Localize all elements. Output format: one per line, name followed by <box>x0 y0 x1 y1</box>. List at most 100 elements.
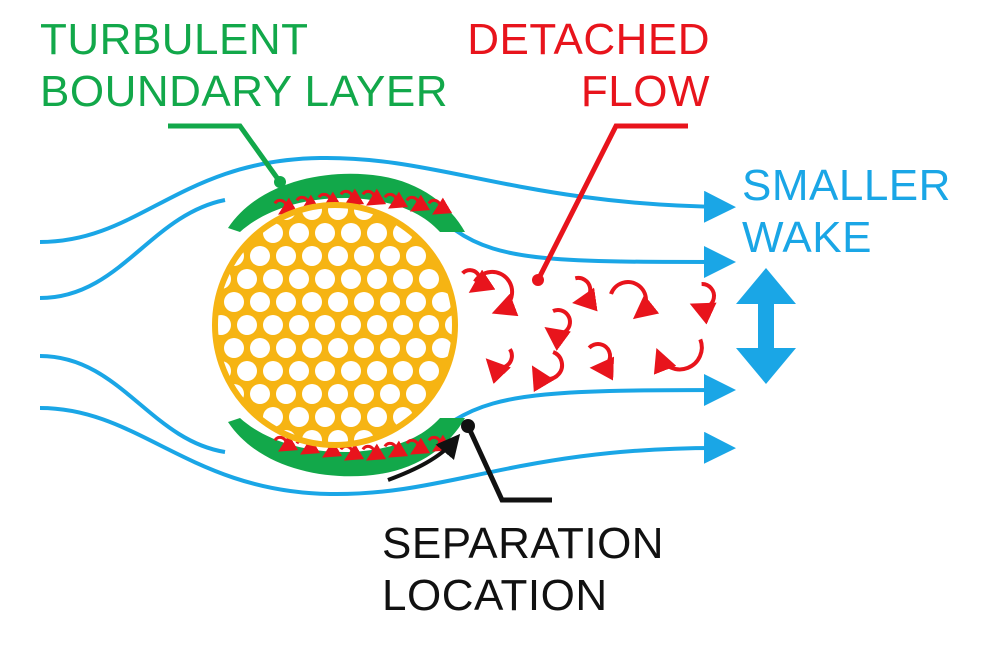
dimple <box>354 246 374 266</box>
dimple <box>393 269 413 289</box>
dimple <box>341 361 361 381</box>
turbulent-boundary-layer-label: TURBULENT BOUNDARY LAYER <box>40 14 448 118</box>
dimple <box>471 315 491 335</box>
separation-arrow <box>387 433 461 482</box>
detached-flow-label-line-1: DETACHED <box>467 15 710 64</box>
dimple <box>406 338 426 358</box>
streamlines <box>39 155 736 497</box>
separation-location-label-line-2: LOCATION <box>382 571 608 620</box>
dimple <box>458 338 478 358</box>
dimple <box>217 223 231 243</box>
dimple <box>380 292 400 312</box>
dimple <box>237 269 257 289</box>
boundary-layer <box>228 173 465 477</box>
dimple <box>432 338 452 358</box>
dimple <box>354 384 374 404</box>
dimple <box>458 246 478 266</box>
small-vortex-arrow <box>339 188 365 206</box>
dimple <box>289 407 309 427</box>
turbulent-boundary-layer-label-line-2: BOUNDARY LAYER <box>40 67 449 116</box>
vortex-arrow <box>485 348 514 384</box>
dimple <box>458 292 478 312</box>
dimple <box>315 315 335 335</box>
dimple <box>289 269 309 289</box>
dimple <box>250 246 270 266</box>
vortex-arrow <box>531 350 565 393</box>
dimple <box>250 338 270 358</box>
dimple <box>380 384 400 404</box>
dimple <box>328 338 348 358</box>
smaller-wake-label: SMALLER WAKE <box>742 160 951 264</box>
dimple <box>406 292 426 312</box>
vortex-arrow <box>461 268 496 293</box>
dimple <box>276 338 296 358</box>
dimple <box>432 292 452 312</box>
streamline-upper-wake <box>453 228 736 278</box>
dimple <box>217 407 231 427</box>
detached-flow-label: DETACHED FLOW <box>467 14 710 118</box>
dimple <box>217 246 218 266</box>
streamline-lower-wake <box>453 374 736 422</box>
dimple <box>263 269 283 289</box>
dimple <box>354 338 374 358</box>
dimple <box>419 361 439 381</box>
dimple <box>341 315 361 335</box>
dimple <box>224 338 244 358</box>
small-vortex-arrow <box>405 194 431 212</box>
dimple <box>289 315 309 335</box>
dimple <box>302 338 322 358</box>
boundary-layer-leader <box>168 123 283 184</box>
dimple <box>380 246 400 266</box>
dimple <box>315 407 335 427</box>
streamline-upper <box>39 198 226 300</box>
small-vortex-arrow <box>273 197 299 215</box>
dimple <box>217 315 231 335</box>
dimple <box>276 246 296 266</box>
detached-flow-label-line-2: FLOW <box>580 67 710 116</box>
dimple <box>328 430 348 443</box>
dimple <box>445 315 453 335</box>
dimple <box>367 361 387 381</box>
separation-location-label-line-1: SEPARATION <box>382 519 665 568</box>
dimple <box>328 384 348 404</box>
dimple <box>367 407 387 427</box>
dimple <box>263 315 283 335</box>
vortex-arrow <box>544 308 572 351</box>
smaller-wake-label-line-1: SMALLER <box>742 161 951 210</box>
small-vortex-arrow <box>361 443 387 461</box>
small-vortex-arrow <box>383 191 409 209</box>
dimple <box>341 269 361 289</box>
dimple <box>302 384 322 404</box>
dimple <box>302 292 322 312</box>
dimple <box>217 384 218 404</box>
wake-width-arrow-icon <box>736 268 796 384</box>
dimple <box>367 223 387 243</box>
golf-ball-dimples <box>217 200 491 443</box>
separation-location-label: SEPARATION LOCATION <box>382 518 664 622</box>
dimple <box>458 200 478 220</box>
small-vortex-arrow <box>405 437 431 455</box>
streamline-lower <box>39 354 226 454</box>
dimple <box>276 292 296 312</box>
dimple <box>367 269 387 289</box>
dimple <box>315 223 335 243</box>
wake-vortices <box>461 268 717 393</box>
dimple <box>419 269 439 289</box>
dimple <box>341 223 361 243</box>
boundary-layer-bottom <box>228 418 465 477</box>
dimple <box>328 207 348 220</box>
vortex-arrow <box>587 342 615 381</box>
small-vortex-arrow <box>273 434 299 452</box>
streamline-top <box>39 155 736 244</box>
dimple <box>315 269 335 289</box>
small-vortex-arrow <box>361 188 387 206</box>
vortex-arrow <box>609 280 660 320</box>
dimple <box>250 384 270 404</box>
dimple <box>315 361 335 381</box>
detached-flow-leader <box>535 123 688 282</box>
vortex-arrow <box>572 275 598 312</box>
dimple <box>341 407 361 427</box>
dimple <box>406 384 426 404</box>
dimple <box>471 361 491 381</box>
